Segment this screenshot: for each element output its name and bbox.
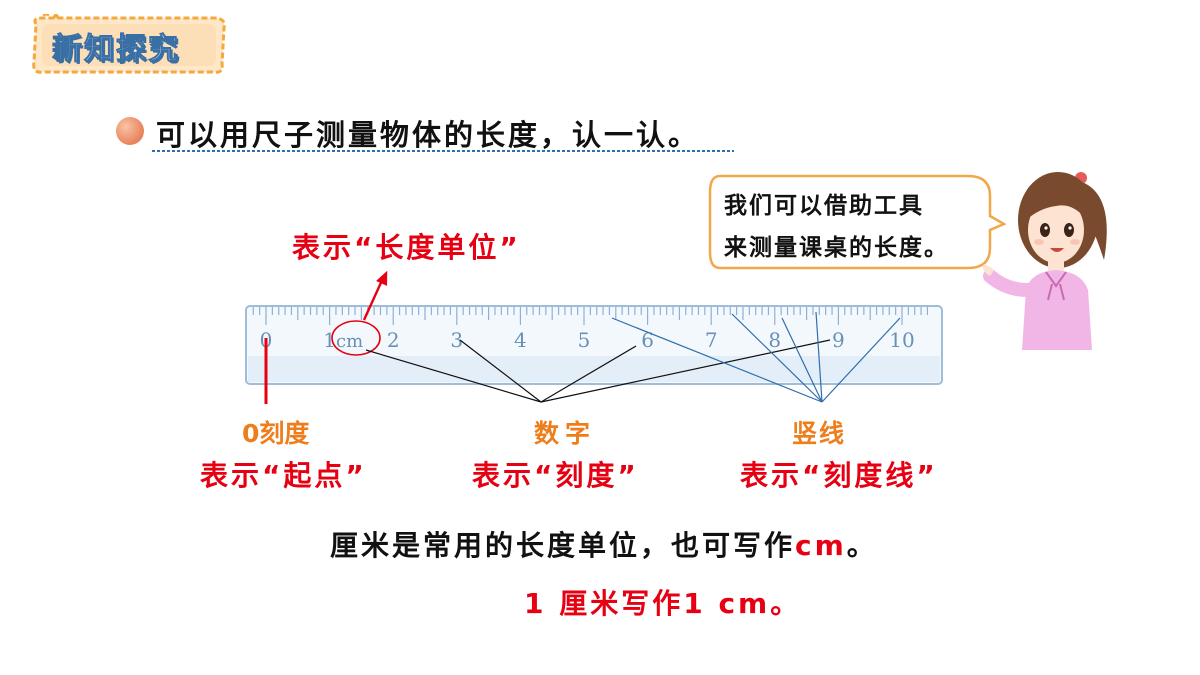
ruler: 012345678910cm [245, 305, 943, 385]
ruler-number: 3 [450, 328, 463, 352]
digits-meaning-label: 表示“刻度” [472, 459, 639, 492]
unit-arrow-head [376, 270, 388, 286]
ruler-unit-label: cm [336, 331, 363, 352]
ruler-number: 10 [889, 328, 914, 352]
ruler-number: 8 [768, 328, 781, 352]
unit-meaning-label: 表示“长度单位” [292, 231, 521, 264]
bullet-dot-icon [116, 117, 144, 145]
ruler-numbers: 012345678910cm [260, 328, 915, 352]
girl-illustration [982, 172, 1107, 350]
summary-line-1-suffix: 。 [846, 529, 878, 562]
summary-line-1-prefix: 厘米是常用的长度单位，也可写作 [330, 529, 796, 562]
digits-label: 数字 [534, 419, 597, 448]
bubble-line-2: 来测量课桌的长度。 [724, 235, 949, 261]
intro-text: 可以用尺子测量物体的长度，认一认。 [156, 118, 701, 152]
badge-title: 新知探究 [52, 32, 180, 68]
ruler-number: 9 [832, 328, 845, 352]
ruler-number: 5 [578, 328, 591, 352]
ruler-number: 2 [387, 328, 400, 352]
tickline-pointers [611, 311, 901, 403]
summary-line-1-unit: cm [795, 529, 847, 562]
speech-bubble [708, 174, 1006, 270]
bubble-line-1: 我们可以借助工具 [724, 193, 924, 219]
intro-underline [152, 150, 734, 152]
unit-arrow-line [362, 275, 386, 321]
summary-line-2: 1 厘米写作1 cm。 [524, 587, 802, 620]
ruler-lower-band [248, 356, 940, 382]
ruler-number: 4 [514, 328, 527, 352]
zero-meaning-label: 表示“起点” [200, 459, 367, 492]
lines-meaning-label: 表示“刻度线” [740, 459, 938, 492]
zero-tick-label: 0刻度 [242, 419, 310, 448]
section-badge [32, 14, 226, 74]
lines-label: 竖线 [792, 419, 847, 448]
ruler-ticks [252, 307, 929, 325]
unit-highlight-ellipse [331, 320, 381, 356]
digit-pointers [365, 339, 831, 403]
summary-line-1: 厘米是常用的长度单位，也可写作cm。 [330, 524, 878, 564]
ruler-number: 7 [705, 328, 718, 352]
